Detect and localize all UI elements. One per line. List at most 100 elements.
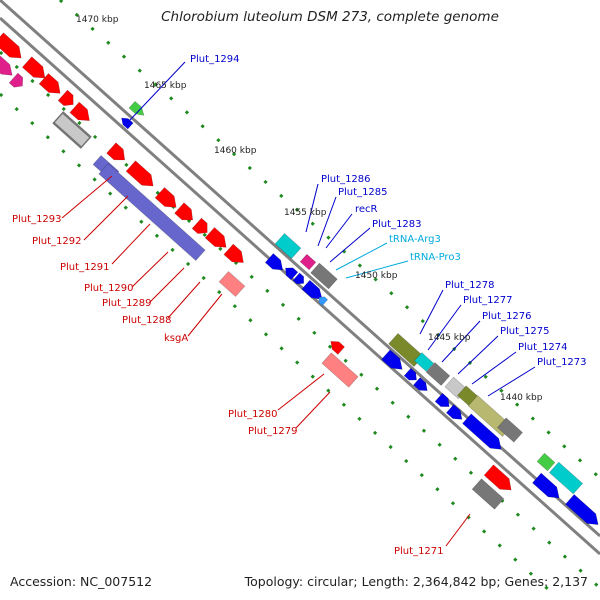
gene-feature-arrow [106, 142, 126, 161]
accession-text: Accession: NC_007512 [10, 574, 153, 589]
label-leader-line [295, 391, 331, 429]
label-leader-line [345, 260, 409, 279]
gene-feature-arrow [330, 341, 345, 355]
ruler-label: 1440 kbp [500, 393, 543, 403]
label-leader-line [149, 267, 185, 303]
gene-feature-arrow [483, 464, 512, 491]
gene-feature-arrow [57, 89, 74, 106]
gene-feature-arrow [8, 72, 24, 88]
gene-feature-arrow [403, 367, 417, 381]
gene-feature-arrow [548, 461, 584, 495]
gene-label: Plut_1275 [500, 326, 550, 337]
gene-feature-arrow [536, 452, 556, 472]
gene-feature-arrow [445, 404, 463, 420]
label-leader-line [457, 335, 499, 375]
label-leader-line [325, 213, 353, 249]
gene-feature-arrow [191, 217, 208, 234]
ruler-tick-line [0, 92, 562, 600]
gene-feature-arrow [285, 267, 299, 281]
label-leader-line [317, 196, 337, 247]
gene-feature-arrow [471, 478, 505, 510]
gene-features [0, 32, 599, 525]
label-leader-line [187, 293, 223, 337]
map-title: Chlorobium luteolum DSM 273, complete ge… [0, 9, 600, 25]
gene-labels: Plut_1294Plut_1286Plut_1285recRPlut_1283… [12, 54, 587, 557]
label-leader-line [277, 373, 325, 411]
map-title-text: Chlorobium luteolum DSM 273, complete ge… [161, 9, 499, 25]
gene-label: Plut_1279 [248, 426, 298, 437]
gene-label: Plut_1280 [228, 409, 278, 420]
gene-label: Plut_1274 [518, 342, 568, 353]
label-leader-line [131, 251, 169, 288]
gene-label: Plut_1289 [102, 298, 152, 309]
label-leader-line [441, 320, 481, 363]
backbone-line [0, 16, 600, 556]
gene-feature-arrow [125, 160, 154, 187]
label-leader-line [445, 513, 471, 547]
gene-label: Plut_1290 [84, 283, 134, 294]
gene-label: Plut_1285 [338, 187, 388, 198]
gene-feature-arrow [321, 352, 359, 388]
label-leader-line [83, 195, 129, 241]
gene-feature-arrow [434, 392, 450, 407]
label-leader-line [427, 304, 462, 351]
gene-label: Plut_1293 [12, 214, 62, 225]
ruler-label: 1450 kbp [355, 271, 398, 281]
gene-feature-arrow [292, 272, 305, 285]
label-leader-line [305, 183, 319, 233]
gene-label: Plut_1283 [372, 219, 422, 230]
gene-label: tRNA-Pro3 [410, 252, 461, 263]
gene-label: Plut_1294 [190, 54, 240, 65]
gene-label: Plut_1276 [482, 311, 532, 322]
label-leader-line [419, 289, 444, 335]
gene-feature-arrow [121, 117, 134, 130]
gene-feature-arrow [413, 377, 428, 391]
label-leader-lines [61, 61, 536, 547]
ruler-label: 1465 kbp [144, 81, 187, 91]
gene-feature-arrow [128, 100, 145, 116]
label-leader-line [471, 351, 517, 385]
gene-label: Plut_1273 [537, 357, 587, 368]
gene-feature-arrow [218, 271, 246, 297]
gene-label: ksgA [164, 333, 188, 344]
label-leader-line [329, 227, 371, 263]
gene-feature-arrow [98, 163, 206, 261]
gene-label: tRNA-Arg3 [389, 234, 441, 245]
gene-feature-arrow [565, 494, 599, 525]
gene-feature-arrow [69, 101, 90, 121]
gene-label: recR [355, 204, 378, 215]
gene-label: Plut_1292 [32, 236, 82, 247]
label-leader-line [111, 223, 151, 265]
gene-feature-arrow [264, 253, 284, 271]
gene-feature-arrow [274, 233, 302, 259]
gene-feature-arrow [174, 202, 194, 221]
summary-text: Topology: circular; Length: 2,364,842 bp… [244, 574, 588, 589]
ruler-label: 1460 kbp [214, 146, 257, 156]
label-leader-line [335, 242, 388, 271]
gene-feature-arrow [299, 253, 317, 271]
gene-feature-arrow [21, 56, 46, 79]
gene-feature-arrow [462, 413, 502, 450]
gene-feature-arrow [38, 73, 61, 94]
gene-feature-arrow [204, 227, 227, 248]
ruler-label: 1445 kbp [428, 333, 471, 343]
gene-feature-arrow [497, 417, 523, 443]
gene-label: Plut_1291 [60, 262, 110, 273]
ruler-tick-line [59, 0, 600, 480]
ruler-labels: 1470 kbp 1465 kbp 1460 kbp 1455 kbp 1450 kbp… [76, 15, 543, 403]
label-leader-line [487, 366, 536, 397]
gene-feature-arrow [318, 296, 329, 307]
gene-feature-arrow [0, 32, 22, 59]
gene-feature-arrow [223, 243, 244, 263]
gene-feature-arrow [301, 279, 323, 300]
ruler-label: 1470 kbp [76, 15, 119, 25]
gene-feature-arrow [0, 55, 13, 76]
gene-label: Plut_1278 [445, 280, 495, 291]
gene-feature-arrow [154, 187, 177, 208]
label-leader-line [167, 281, 201, 319]
gene-feature-arrow [425, 362, 451, 386]
ruler-label: 1455 kbp [284, 208, 327, 218]
label-leader-line [61, 175, 113, 219]
gene-label: Plut_1271 [394, 546, 444, 557]
